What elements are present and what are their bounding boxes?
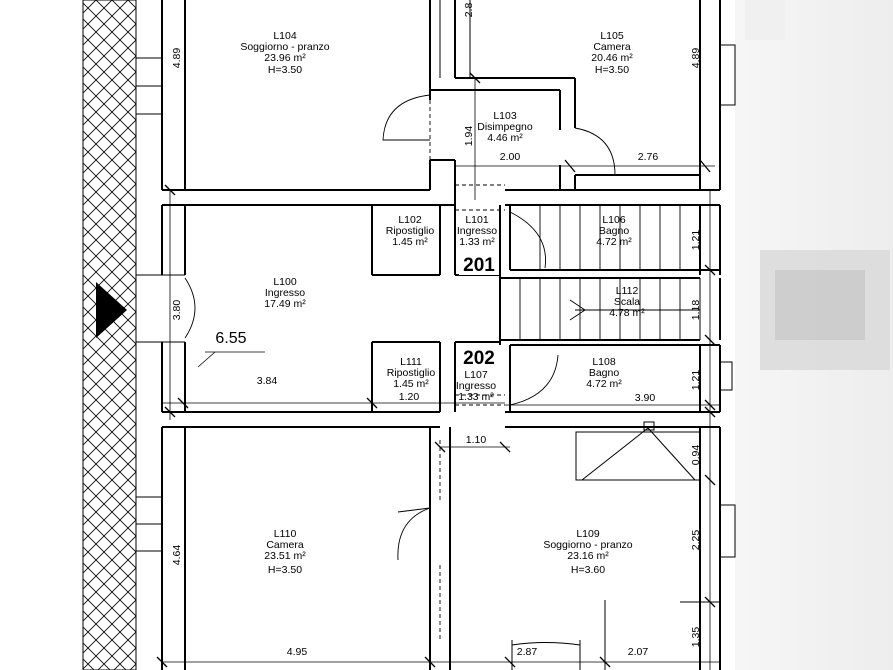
room-code: L106	[602, 214, 626, 226]
room-name: Soggiorno - pranzo	[240, 41, 329, 53]
room-name: Scala	[614, 296, 640, 308]
dim-label: 3.90	[635, 392, 656, 404]
room-height: H=3.60	[571, 564, 605, 576]
dim-label: 1.10	[466, 434, 487, 446]
room-labels: L104 Soggiorno - pranzo 23.96 m² H=3.50 …	[240, 30, 645, 576]
room-area: 20.46 m²	[591, 52, 633, 64]
room-area: 4.72 m²	[596, 236, 632, 248]
unit-number-bg	[459, 253, 499, 275]
stair-treads	[519, 205, 700, 340]
room-code: L101	[465, 214, 489, 226]
room-area: 23.51 m²	[264, 550, 306, 562]
dim-label: 2.00	[500, 151, 521, 163]
dim-label: 4.89	[171, 48, 183, 69]
room-name: Ingresso	[457, 225, 497, 237]
unit-number-202: 202	[463, 348, 495, 369]
room-code: L104	[273, 30, 297, 42]
room-name: Bagno	[589, 367, 620, 379]
room-name: Disimpegno	[477, 121, 533, 133]
room-code: L102	[398, 214, 422, 226]
dim-label: 2.25	[690, 530, 702, 551]
door-arc	[574, 127, 616, 176]
dim-label: 0.94	[690, 445, 702, 466]
walls	[135, 0, 736, 670]
room-code: L108	[592, 356, 616, 368]
room-area: 1.45 m²	[393, 378, 429, 390]
room-code: L110	[274, 528, 297, 540]
level-marker: 6.55	[215, 330, 246, 347]
dim-label: 3.84	[257, 375, 278, 387]
room-area: 23.16 m²	[567, 550, 609, 562]
dim-label: 4.64	[171, 545, 183, 566]
room-height: H=3.50	[595, 64, 629, 76]
dim-label: 1.94	[463, 126, 475, 147]
room-code: L112	[616, 285, 639, 297]
room-name: Ingresso	[265, 287, 305, 299]
room-area: 4.46 m²	[487, 132, 523, 144]
room-code: L107	[464, 369, 488, 381]
room-area: 1.45 m²	[392, 236, 428, 248]
room-name: Camera	[266, 539, 304, 551]
dim-label: 2.8	[463, 3, 475, 18]
dim-label: 1.18	[690, 300, 702, 321]
room-area: 1.33 m²	[458, 391, 494, 403]
room-code: L111	[400, 356, 422, 368]
room-name: Ripostiglio	[387, 367, 436, 379]
dim-label: 1.35	[690, 627, 702, 648]
room-name: Soggiorno - pranzo	[543, 539, 632, 551]
dim-label: 1.20	[399, 391, 420, 403]
hatched-exterior-wall	[82, 0, 137, 670]
dim-label: 3.80	[171, 300, 183, 321]
dim-label: 2.07	[628, 646, 649, 658]
room-area: 1.33 m²	[459, 236, 495, 248]
room-name: Ripostiglio	[386, 225, 435, 237]
room-area: 4.72 m²	[586, 378, 622, 390]
room-height: H=3.50	[268, 64, 302, 76]
room-name: Camera	[593, 41, 631, 53]
room-code: L105	[600, 30, 624, 42]
room-code: L100	[273, 276, 297, 288]
room-code: L103	[493, 110, 517, 122]
room-code: L109	[576, 528, 600, 540]
door-arc	[382, 94, 431, 141]
room-area: 23.96 m²	[264, 52, 306, 64]
dim-label: 4.95	[287, 646, 308, 658]
dim-label: 4.89	[690, 48, 702, 69]
room-height: H=3.50	[268, 564, 302, 576]
blur-patch	[775, 270, 865, 340]
entrance-arrow-icon	[96, 282, 127, 338]
room-name: Bagno	[599, 225, 630, 237]
dim-label: 2.76	[638, 151, 659, 163]
dimension-lines	[156, 72, 720, 670]
room-area: 17.49 m²	[264, 298, 306, 310]
dim-label: 2.87	[517, 646, 538, 658]
unit-number-bg	[459, 346, 499, 368]
dim-label: 1.21	[690, 370, 702, 391]
room-name: Ingresso	[456, 380, 496, 392]
dim-label: 1.21	[690, 230, 702, 251]
room-area: 4.78 m²	[609, 307, 645, 319]
dimension-labels: 2.8 4.89 4.89 1.94 2.00 2.76 1.21 3.80 1…	[171, 3, 702, 658]
blur-patch	[745, 0, 785, 40]
unit-number-201: 201	[463, 255, 495, 276]
